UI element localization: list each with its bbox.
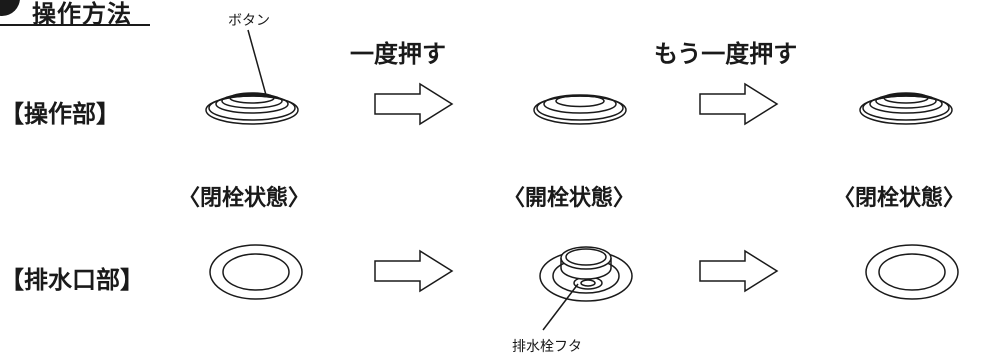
- arrow-right-icon: [699, 249, 779, 293]
- drain-closed-2: [865, 244, 959, 300]
- section-heading: 操作方法: [0, 0, 160, 28]
- arrow-right-icon: [374, 82, 454, 126]
- drain-part-label: 【排水口部】: [0, 266, 144, 294]
- control-button-2: [533, 94, 627, 125]
- press-once-label: 一度押す: [350, 40, 446, 68]
- closed-state-label-1: 〈閉栓状態〉: [178, 186, 311, 211]
- closed-state-label-2: 〈閉栓状態〉: [833, 186, 966, 211]
- open-state-label: 〈開栓状態〉: [503, 186, 636, 211]
- control-button-1: [205, 92, 299, 125]
- heading-underline: [0, 24, 150, 26]
- arrow-right-icon: [374, 249, 454, 293]
- section-title: 操作方法: [32, 0, 132, 28]
- drain-open-plug: [539, 246, 633, 302]
- arrow-right-icon: [699, 82, 779, 126]
- plug-cap-leader-line: [542, 283, 579, 331]
- plug-cap-label: 排水栓フタ: [512, 339, 582, 355]
- drain-closed-1: [209, 244, 303, 300]
- control-button-3: [859, 92, 953, 125]
- button-label: ボタン: [228, 13, 270, 29]
- control-part-label: 【操作部】: [0, 100, 120, 128]
- press-again-label: もう一度押す: [654, 40, 798, 68]
- button-leader-line: [247, 29, 267, 96]
